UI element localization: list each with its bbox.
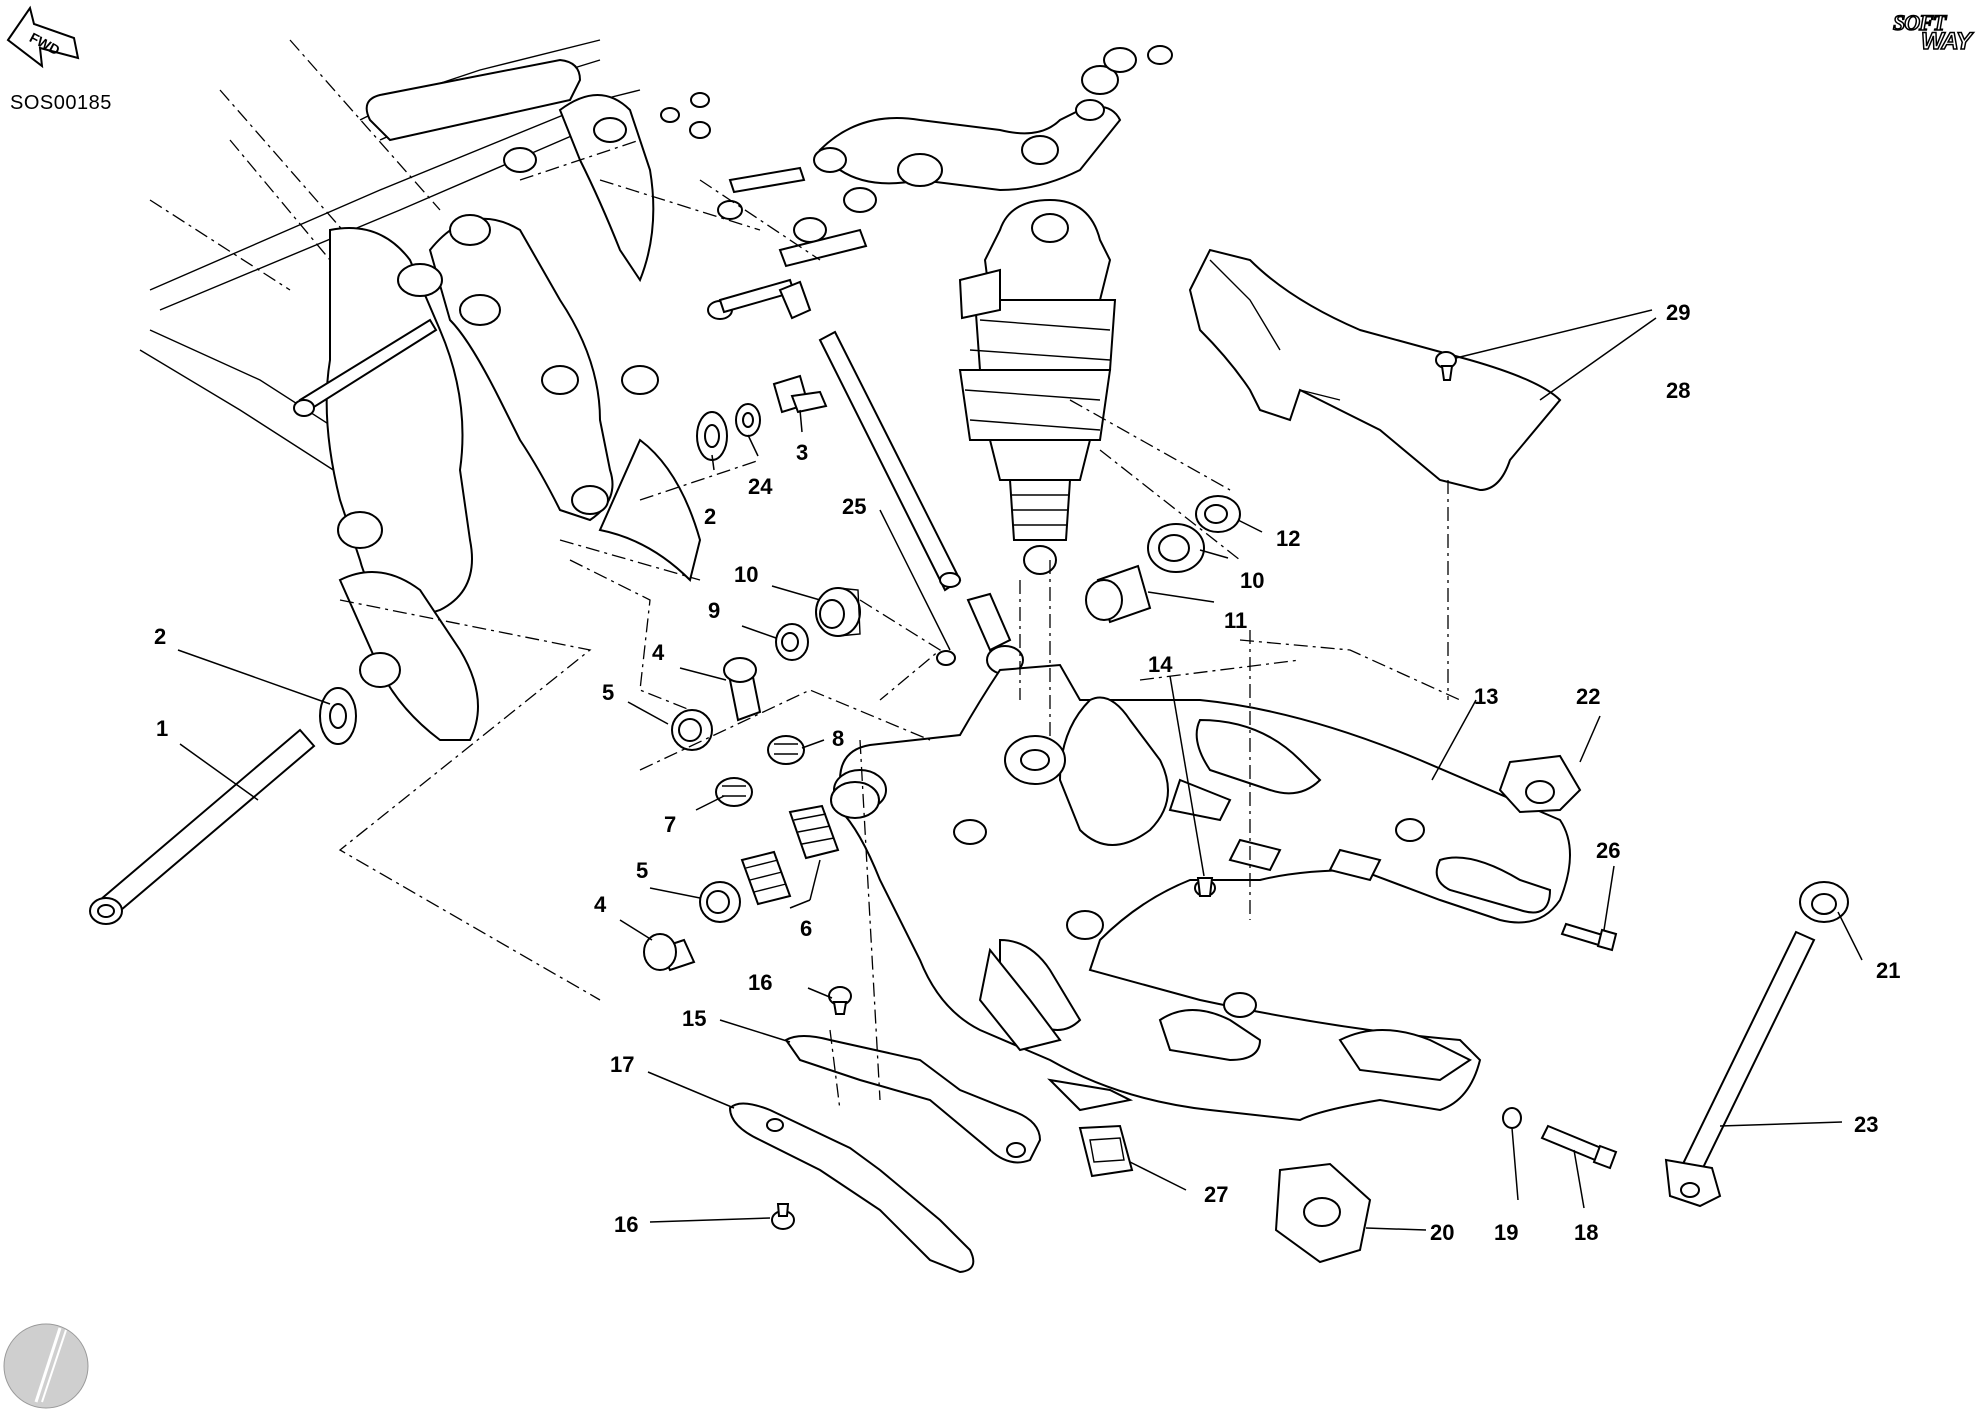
callout-4: 4 bbox=[594, 892, 607, 917]
pad-20 bbox=[1274, 1162, 1372, 1264]
ring-5-lower bbox=[699, 881, 741, 923]
chain-guard-28 bbox=[1188, 248, 1562, 492]
pivot-shaft bbox=[89, 728, 316, 925]
callout-23: 23 bbox=[1854, 1112, 1878, 1137]
softway-logo: SOFT WAY bbox=[1892, 9, 1972, 56]
bolt-26 bbox=[1560, 922, 1618, 952]
callout-14: 14 bbox=[1148, 652, 1173, 677]
bushing-12 bbox=[1195, 495, 1241, 533]
bolt-18 bbox=[1540, 1124, 1618, 1170]
callout-16: 16 bbox=[748, 970, 772, 995]
spacer-9 bbox=[775, 623, 809, 661]
screw-29 bbox=[1435, 351, 1457, 381]
callout-5: 5 bbox=[636, 858, 648, 883]
shock-absorber bbox=[958, 198, 1241, 575]
callout-13: 13 bbox=[1474, 684, 1498, 709]
callout-29: 29 bbox=[1666, 300, 1690, 325]
callout-25: 25 bbox=[842, 494, 866, 519]
fitting-14 bbox=[1194, 877, 1216, 897]
drawing-code: SOS00185 bbox=[10, 92, 112, 114]
screw-16-upper bbox=[828, 986, 852, 1015]
bearing-8 bbox=[767, 735, 805, 765]
block-27 bbox=[1078, 1124, 1134, 1178]
callout-11: 11 bbox=[1224, 608, 1247, 633]
callout-18: 18 bbox=[1574, 1220, 1598, 1245]
nut-21 bbox=[1799, 881, 1849, 923]
callout-4: 4 bbox=[652, 640, 665, 665]
callout-1: 1 bbox=[156, 716, 168, 741]
callout-15: 15 bbox=[682, 1006, 706, 1031]
slider-15 bbox=[784, 1035, 1042, 1164]
swingarm bbox=[830, 663, 1571, 1122]
assembly-lines bbox=[338, 459, 1461, 1111]
ring-5-upper bbox=[671, 709, 713, 751]
plate-17 bbox=[728, 1102, 975, 1274]
callout-16: 16 bbox=[614, 1212, 638, 1237]
callout-19: 19 bbox=[1494, 1220, 1518, 1245]
rear-axle-23 bbox=[1664, 930, 1816, 1208]
callout-8: 8 bbox=[832, 726, 844, 751]
callout-10: 10 bbox=[734, 562, 758, 587]
callout-12: 12 bbox=[1276, 526, 1300, 551]
callout-21: 21 bbox=[1876, 958, 1900, 983]
callout-26: 26 bbox=[1596, 838, 1620, 863]
callout-2: 2 bbox=[704, 504, 716, 529]
callout-3: 3 bbox=[796, 440, 808, 465]
sleeve-11 bbox=[1085, 564, 1152, 624]
page-marker-icon bbox=[3, 1323, 89, 1409]
frame-outline bbox=[139, 39, 702, 741]
bearing-10-right bbox=[1147, 523, 1205, 573]
washer-2-left bbox=[319, 687, 357, 745]
callout-24: 24 bbox=[748, 474, 773, 499]
screw-16-lower bbox=[771, 1203, 795, 1230]
callout-6: 6 bbox=[800, 916, 812, 941]
bearing-7 bbox=[715, 777, 753, 807]
pad-22 bbox=[1498, 754, 1582, 814]
spacer-19 bbox=[1502, 1107, 1522, 1129]
upper-linkage bbox=[519, 45, 1173, 320]
forward-arrow-icon: FWD bbox=[6, 5, 80, 69]
washer-24 bbox=[735, 403, 761, 437]
callout-17: 17 bbox=[610, 1052, 634, 1077]
bushing-4-upper bbox=[723, 657, 762, 722]
bolt-3 bbox=[772, 374, 828, 414]
pushrod bbox=[778, 280, 1024, 675]
bearings-6 bbox=[740, 804, 840, 906]
callout-labels: 1 2 2 3 4 4 5 5 6 7 8 9 10 10 11 12 13 1… bbox=[154, 300, 1900, 1245]
callout-28: 28 bbox=[1666, 378, 1690, 403]
washer-2-upper bbox=[696, 411, 728, 461]
callout-2: 2 bbox=[154, 624, 166, 649]
bearing-10-left bbox=[815, 587, 861, 637]
callout-9: 9 bbox=[708, 598, 720, 623]
bushing-4-lower bbox=[643, 933, 696, 972]
leader-lines bbox=[177, 309, 1863, 1231]
callout-10: 10 bbox=[1240, 568, 1264, 593]
callout-27: 27 bbox=[1204, 1182, 1228, 1207]
callout-22: 22 bbox=[1576, 684, 1600, 709]
callout-7: 7 bbox=[664, 812, 676, 837]
callout-5: 5 bbox=[602, 680, 614, 705]
callout-20: 20 bbox=[1430, 1220, 1454, 1245]
